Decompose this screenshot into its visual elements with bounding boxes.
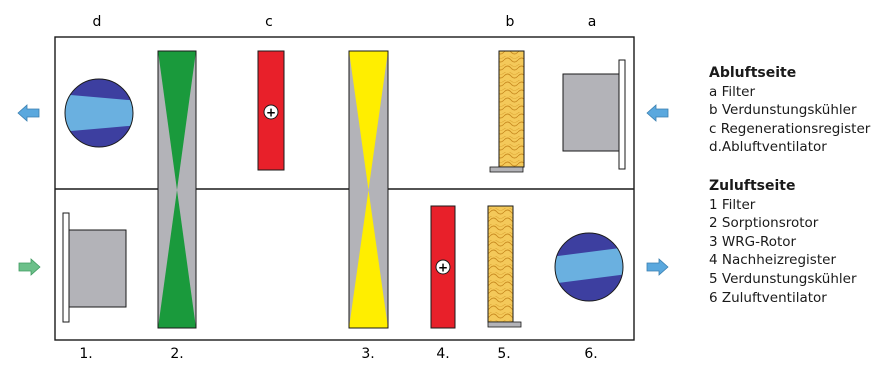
exhaust-filter [562, 59, 626, 170]
supply-evaporative-cooler [487, 205, 522, 328]
legend-item-a: a Filter [709, 83, 755, 100]
supply-fan [554, 232, 624, 302]
supply-in-arrow [18, 258, 41, 276]
legend-item-4: 4 Nachheizregister [709, 252, 836, 269]
supply-filter [62, 212, 127, 323]
legend-item-6: 6 Zuluftventilator [709, 289, 827, 306]
legend-item-1: 1 Filter [709, 196, 756, 213]
regeneration-heater: + [257, 50, 285, 171]
heat-recovery-rotor [348, 50, 389, 329]
label-6: 6. [584, 346, 597, 362]
legend-item-d: d.Abluftventilator [709, 139, 827, 156]
legend-item-c: c Regenerationsregister [709, 120, 871, 137]
label-d: d [93, 14, 102, 30]
label-a: a [588, 14, 597, 30]
legend-supply-title: Zuluftseite [709, 177, 796, 194]
legend-item-5: 5 Verdunstungskühler [709, 270, 857, 287]
reheater: + [430, 205, 456, 329]
legend-item-b: b Verdunstungskühler [709, 102, 857, 119]
legend: Abluftseite a Filter b Verdunstungskühle… [709, 64, 870, 307]
regeneration-heater-plus: + [266, 106, 276, 120]
legend-item-3: 3 WRG-Rotor [709, 233, 797, 250]
exhaust-fan [64, 78, 134, 148]
legend-exhaust-title: Abluftseite [709, 65, 797, 81]
legend-item-2: 2 Sorptionsrotor [709, 215, 819, 232]
label-b: b [506, 14, 515, 30]
exhaust-evaporative-cooler [489, 50, 525, 173]
reheater-plus: + [438, 261, 448, 275]
sorption-rotor [157, 50, 197, 329]
label-1: 1. [79, 346, 92, 362]
label-4: 4. [436, 346, 449, 362]
label-2: 2. [170, 346, 183, 362]
exhaust-in-arrow [646, 104, 669, 122]
label-c: c [265, 14, 273, 30]
label-5: 5. [497, 346, 510, 362]
label-3: 3. [361, 346, 374, 362]
exhaust-out-arrow [17, 104, 40, 122]
legend-spacer [709, 157, 870, 177]
supply-out-arrow [646, 258, 669, 276]
